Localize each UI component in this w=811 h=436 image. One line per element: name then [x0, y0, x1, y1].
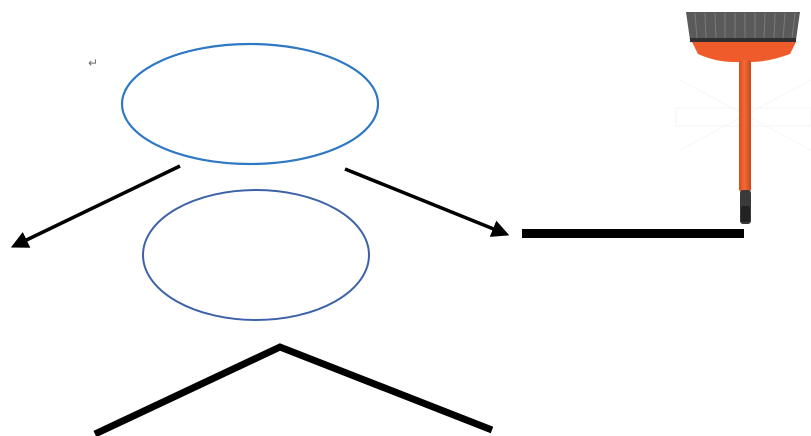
head-ellipse	[120, 42, 380, 166]
legs-lines	[93, 343, 494, 436]
paragraph-return-mark: ↵	[88, 56, 99, 70]
horizontal-bar	[522, 229, 744, 238]
body-ellipse	[142, 189, 370, 321]
broom-icon	[675, 12, 811, 224]
right-arrow	[344, 167, 510, 237]
left-arrow	[10, 164, 181, 248]
